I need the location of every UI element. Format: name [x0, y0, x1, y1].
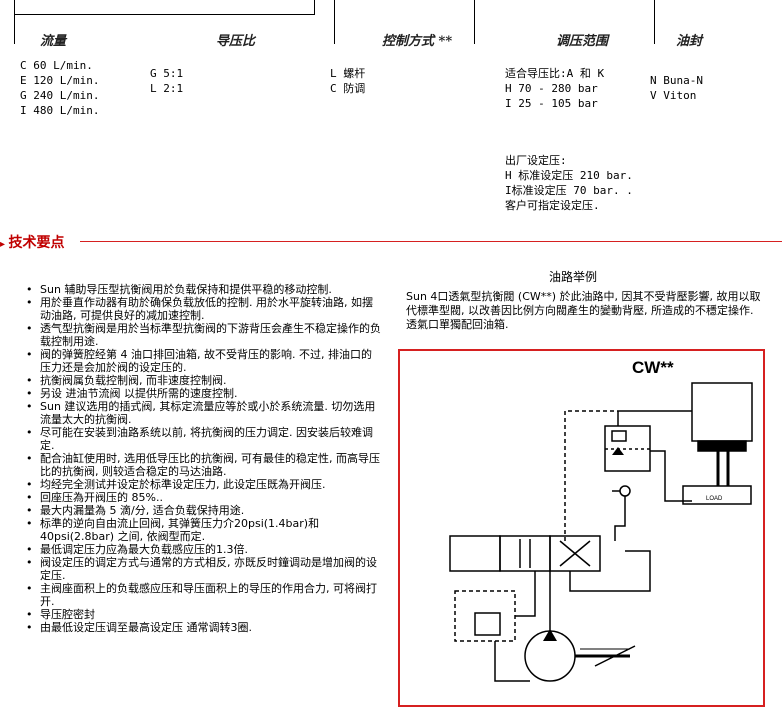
top-frame: [14, 0, 674, 46]
tech-notes-list: Sun 辅助导压型抗衡阀用於负载保持和提供平稳的移动控制. 用於垂直作动器有助於…: [26, 283, 382, 634]
factory-line: I标准设定压 70 bar. .: [505, 184, 633, 197]
list-item: 阀设定压的调定方式与通常的方式相反, 亦既反时鐘调动是增加阀的设定压.: [26, 556, 382, 582]
circuit-description: Sun 4口透氣型抗衡閥 (CW**) 於此油路中, 因其不受背壓影響, 故用以…: [406, 290, 761, 331]
list-item: Sun 建议选用的插式阀, 其标定流量应等於或小於系统流量. 切勿选用流量太大的…: [26, 400, 382, 426]
header-pilot-ratio: 导压比: [216, 34, 256, 49]
control-option: L 螺杆: [330, 67, 366, 80]
list-item: 回座压為开阀压的 85%..: [26, 491, 382, 504]
header-control: 控制方式 **: [382, 34, 453, 49]
range-options: 适合导压比:A 和 K H 70 - 280 bar I 25 - 105 ba…: [505, 66, 604, 111]
flow-option: I 480 L/min.: [20, 104, 100, 117]
list-item: 阀的弹簧腔经第 4 油口排回油箱, 故不受背压的影响. 不过, 排油口的压力还是…: [26, 348, 382, 374]
list-item: 标準的逆向自由流止回阀, 其弹簧压力介20psi(1.4bar)和40psi(2…: [26, 517, 382, 543]
list-item: 尽可能在安装到油路系统以前, 将抗衡阀的压力调定. 因安装后较难调定.: [26, 426, 382, 452]
seal-option: N Buna-N: [650, 74, 703, 87]
flow-options: C 60 L/min. E 120 L/min. G 240 L/min. I …: [20, 58, 99, 118]
seal-options: N Buna-N V Viton: [650, 73, 703, 103]
ratio-option: L 2:1: [150, 82, 184, 95]
list-item: 用於垂直作动器有助於确保负载放低的控制. 用於水平旋转油路, 如摆动油路, 可提…: [26, 296, 382, 322]
header-adjust-range: 调压范围: [556, 34, 609, 49]
list-item: 导压腔密封: [26, 608, 382, 621]
list-item: 主阀座面积上的负载感应压和导压面积上的导压的作用合力, 可将阀打开.: [26, 582, 382, 608]
list-item: 最低调定压力应為最大负载感应压的1.3倍.: [26, 543, 382, 556]
list-item: 均经完全测试并设定於标準设定压力, 此设定压既為开阀压.: [26, 478, 382, 491]
header-seal: 油封: [676, 34, 703, 49]
load-label: LOAD: [706, 496, 723, 502]
range-option: 适合导压比:A 和 K: [505, 67, 605, 80]
range-option: H 70 - 280 bar: [505, 82, 598, 95]
list-item: Sun 辅助导压型抗衡阀用於负载保持和提供平稳的移动控制.: [26, 283, 382, 296]
list-item: 最大内漏量為 5 滴/分, 适合负载保持用途.: [26, 504, 382, 517]
ratio-options: G 5:1 L 2:1: [150, 66, 183, 96]
ratio-option: G 5:1: [150, 67, 184, 80]
header-flow: 流量: [40, 34, 67, 49]
list-item: 抗衡阀属负载控制阀, 而非速度控制阀.: [26, 374, 382, 387]
list-item: 另设 进油节流阀 以提供所需的速度控制.: [26, 387, 382, 400]
factory-setting: 出厂设定压: H 标准设定压 210 bar. I标准设定压 70 bar. .…: [505, 153, 633, 213]
diagram-label: CW**: [632, 358, 674, 377]
factory-line: 客户可指定设定压.: [505, 199, 600, 212]
red-arrow-icon: ▸: [0, 239, 9, 250]
section-title: ▸ 技术要点: [0, 235, 65, 251]
list-item: 配合油缸使用时, 选用低导压比的抗衡阀, 可有最佳的稳定性, 而高导压比的抗衡阀…: [26, 452, 382, 478]
flow-option: E 120 L/min.: [20, 74, 100, 87]
flow-option: G 240 L/min.: [20, 89, 100, 102]
control-options: L 螺杆 C 防调: [330, 66, 365, 96]
hydraulic-circuit-diagram: CW** LOAD: [398, 349, 765, 707]
seal-option: V Viton: [650, 89, 697, 102]
range-option: I 25 - 105 bar: [505, 97, 598, 110]
list-item: 由最低设定压调至最高设定压 通常调转3圈.: [26, 621, 382, 634]
flow-option: C 60 L/min.: [20, 59, 93, 72]
circuit-title: 油路举例: [549, 270, 598, 284]
control-option: C 防调: [330, 82, 366, 95]
section-divider: [80, 241, 782, 242]
list-item: 透气型抗衡阀是用於当标準型抗衡阀的下游背压会產生不稳定操作的负载控制用途.: [26, 322, 382, 348]
factory-line: H 标准设定压 210 bar.: [505, 169, 633, 182]
factory-title: 出厂设定压:: [505, 154, 567, 167]
